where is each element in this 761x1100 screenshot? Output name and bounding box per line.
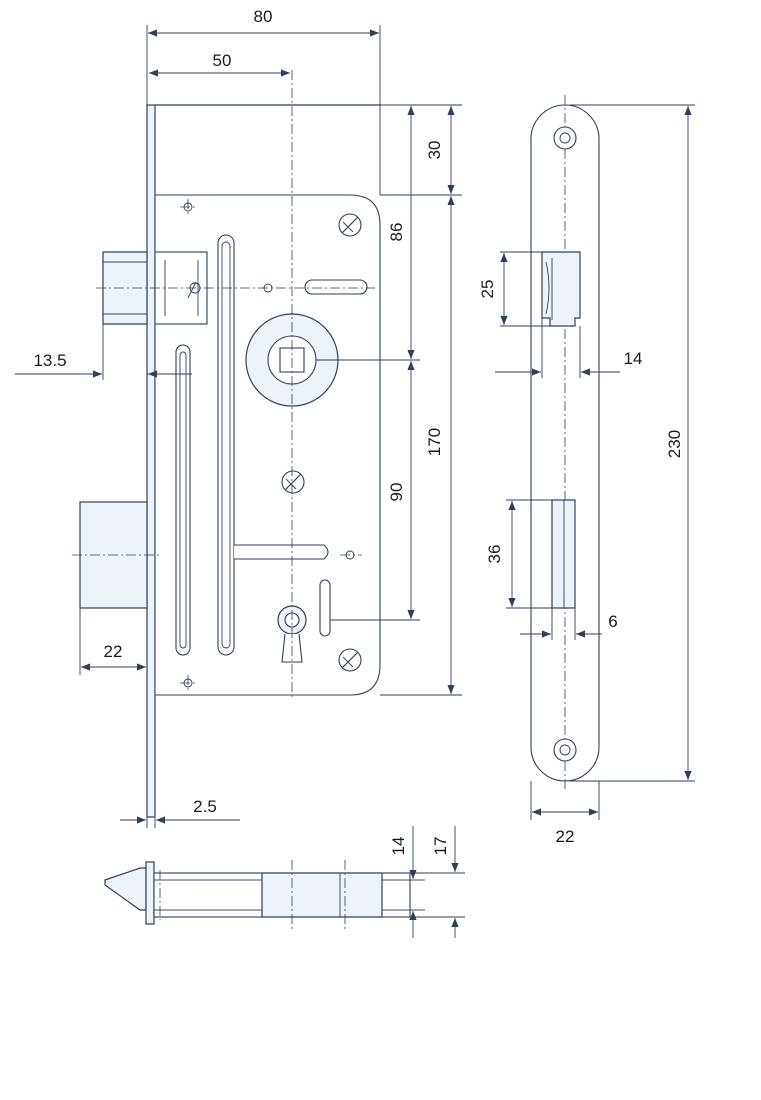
dim-230: 230 bbox=[665, 430, 684, 458]
dim-25: 25 bbox=[478, 280, 497, 299]
lock-case bbox=[154, 194, 381, 696]
dim-22-faceplate: 22 bbox=[556, 827, 575, 846]
dim-2-5: 2.5 bbox=[193, 797, 217, 816]
forend-plate bbox=[146, 104, 156, 818]
dim-14-faceplate: 14 bbox=[624, 349, 643, 368]
front-dimensions bbox=[15, 25, 462, 828]
dim-14-bottom: 14 bbox=[389, 837, 408, 856]
bottom-dimensions bbox=[409, 826, 465, 938]
dim-86: 86 bbox=[387, 223, 406, 242]
dim-6: 6 bbox=[608, 612, 617, 631]
faceplate-side-view bbox=[530, 95, 600, 790]
dim-22-bolt: 22 bbox=[104, 642, 123, 661]
dim-50: 50 bbox=[213, 51, 232, 70]
lock-bottom-view bbox=[104, 860, 411, 930]
dim-170: 170 bbox=[425, 428, 444, 456]
dim-17-bottom: 17 bbox=[431, 837, 450, 856]
dim-80: 80 bbox=[254, 7, 273, 26]
internal-slots bbox=[175, 234, 368, 656]
dim-36: 36 bbox=[485, 545, 504, 564]
lock-body-front-view bbox=[72, 70, 381, 818]
bottom-forend bbox=[145, 861, 155, 925]
faceplate-dimensions bbox=[495, 104, 695, 820]
dim-30: 30 bbox=[425, 141, 444, 160]
dim-13-5: 13.5 bbox=[33, 351, 66, 370]
screws bbox=[183, 202, 362, 688]
dim-90: 90 bbox=[387, 483, 406, 502]
